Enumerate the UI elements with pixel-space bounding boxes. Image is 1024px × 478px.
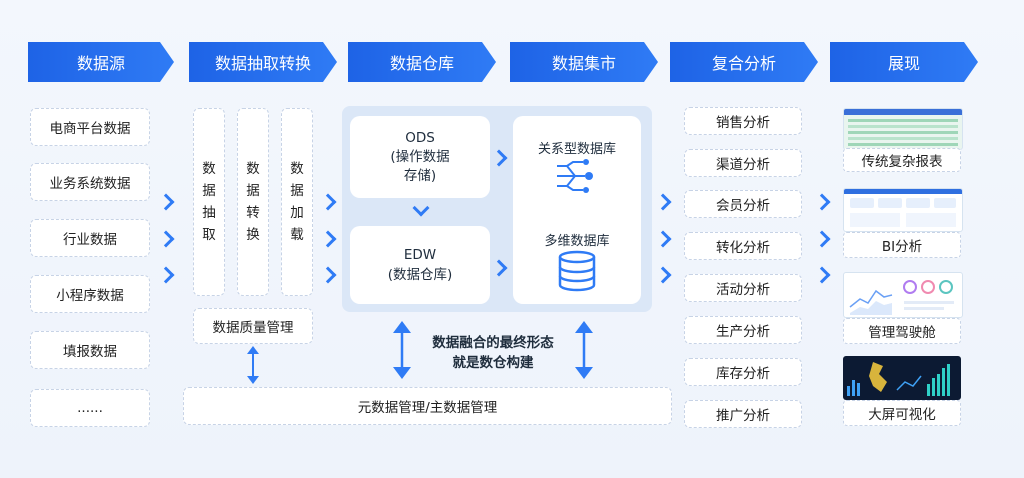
header-warehouse: 数据仓库 xyxy=(348,42,496,82)
chevron-right-icon xyxy=(813,193,831,211)
header-analysis: 复合分析 xyxy=(670,42,818,82)
display-item: 管理驾驶舱 xyxy=(843,318,961,344)
ods-sub2: 存储) xyxy=(403,167,437,184)
cockpit-thumbnail xyxy=(843,272,963,318)
edw-sub: (数据仓库) xyxy=(387,267,453,283)
analysis-item: 转化分析 xyxy=(684,232,802,260)
edw-box: EDW (数据仓库) xyxy=(350,226,490,304)
caption-line1: 数据融合的最终形态 xyxy=(432,335,554,351)
etl-extract: 数据抽取 xyxy=(193,108,225,296)
mart-box: 关系型数据库 多维数据库 xyxy=(513,116,641,304)
analysis-item: 生产分析 xyxy=(684,316,802,344)
etl-load: 数据加载 xyxy=(281,108,313,296)
caption: 数据融合的最终形态 就是数仓构建 xyxy=(418,333,568,373)
display-item: 传统复杂报表 xyxy=(843,148,961,172)
double-arrow-icon xyxy=(393,321,411,379)
chevron-right-icon xyxy=(319,193,337,211)
chevron-right-icon xyxy=(319,230,337,248)
chevron-right-icon xyxy=(813,266,831,284)
etl-load-label: 数据加载 xyxy=(290,161,304,243)
etl-extract-label: 数据抽取 xyxy=(202,161,216,243)
chevron-right-icon xyxy=(157,230,175,248)
source-item: 小程序数据 xyxy=(30,275,150,313)
caption-line2: 就是数仓构建 xyxy=(452,355,534,371)
display-item: BI分析 xyxy=(843,232,961,258)
metadata-bar: 元数据管理/主数据管理 xyxy=(183,387,672,425)
network-icon xyxy=(557,159,593,193)
chevron-right-icon xyxy=(157,266,175,284)
chevron-right-icon xyxy=(654,230,672,248)
double-arrow-icon xyxy=(247,346,259,384)
double-arrow-icon xyxy=(575,321,593,379)
etl-transform-label: 数据转换 xyxy=(246,161,260,243)
header-display: 展现 xyxy=(830,42,978,82)
bi-thumbnail xyxy=(843,188,963,232)
relational-db-label: 关系型数据库 xyxy=(537,142,616,157)
header-mart: 数据集市 xyxy=(510,42,658,82)
chevron-right-icon xyxy=(157,193,175,211)
chevron-right-icon xyxy=(813,230,831,248)
chevron-right-icon xyxy=(654,266,672,284)
chevron-right-icon xyxy=(654,193,672,211)
analysis-item: 会员分析 xyxy=(684,190,802,218)
analysis-item: 销售分析 xyxy=(684,107,802,135)
source-item: 填报数据 xyxy=(30,331,150,369)
ods-sub1: (操作数据 xyxy=(390,148,450,165)
source-item: 业务系统数据 xyxy=(30,163,150,201)
analysis-item: 推广分析 xyxy=(684,400,802,428)
chevron-right-icon xyxy=(319,266,337,284)
analysis-item: 渠道分析 xyxy=(684,149,802,177)
source-item: 电商平台数据 xyxy=(30,108,150,146)
data-quality-box: 数据质量管理 xyxy=(193,308,313,344)
analysis-item: 活动分析 xyxy=(684,274,802,302)
etl-transform: 数据转换 xyxy=(237,108,269,296)
report-thumbnail xyxy=(843,108,963,150)
ods-box: ODS (操作数据 存储) xyxy=(350,116,490,198)
source-item: ...... xyxy=(30,389,150,427)
display-item: 大屏可视化 xyxy=(843,400,961,426)
ods-title: ODS xyxy=(405,129,435,146)
analysis-item: 库存分析 xyxy=(684,358,802,386)
source-item: 行业数据 xyxy=(30,219,150,257)
header-data-source: 数据源 xyxy=(28,42,174,82)
database-icon xyxy=(558,250,596,292)
edw-title: EDW xyxy=(403,247,437,263)
multidim-db-label: 多维数据库 xyxy=(544,234,610,249)
header-etl: 数据抽取转换 xyxy=(189,42,337,82)
bigscreen-thumbnail xyxy=(843,356,961,400)
